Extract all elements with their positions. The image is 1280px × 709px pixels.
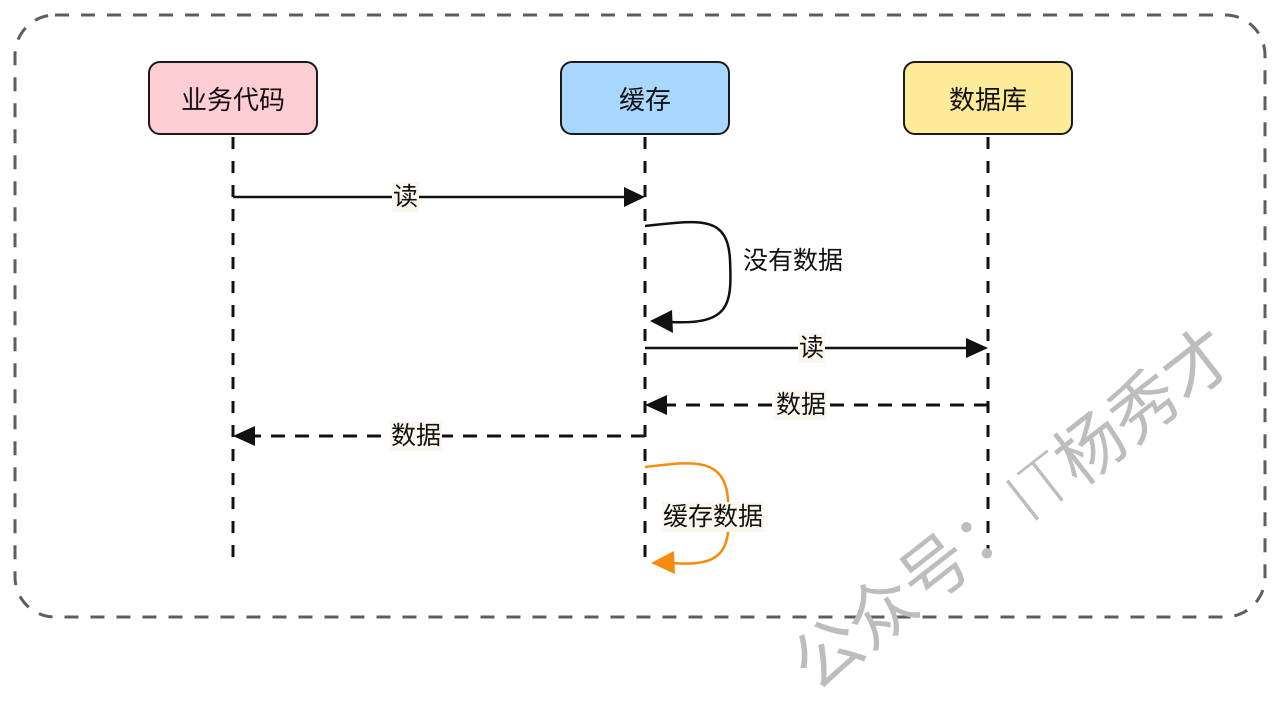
- arrowhead-cache-data-loop: [651, 551, 675, 574]
- diagram-frame: [13, 13, 1267, 619]
- message-label-data-1: 数据: [775, 390, 828, 420]
- message-label-read-2: 读: [798, 333, 826, 363]
- actor-business-code-label: 业务代码: [180, 85, 285, 116]
- arrowhead-read-to-cache: [624, 187, 645, 207]
- actor-database: 数据库: [903, 61, 1073, 135]
- actor-cache-label: 缓存: [618, 85, 671, 116]
- message-label-read-1: 读: [392, 182, 420, 212]
- message-no-data-loop: [644, 220, 732, 324]
- sequence-diagram-canvas: [13, 13, 1267, 619]
- message-cache-data-loop: [644, 462, 731, 565]
- arrowhead-data-to-cache: [645, 395, 667, 415]
- message-label-cache-data: 缓存数据: [662, 502, 765, 532]
- arrowhead-no-data-loop: [650, 310, 673, 333]
- arrowhead-read-to-database: [966, 338, 988, 358]
- message-label-data-2: 数据: [390, 421, 443, 451]
- arrowhead-data-to-business: [233, 426, 255, 446]
- actor-business-code: 业务代码: [148, 61, 318, 135]
- message-label-no-data: 没有数据: [743, 246, 844, 275]
- actor-database-label: 数据库: [948, 85, 1027, 116]
- actor-cache: 缓存: [560, 61, 730, 135]
